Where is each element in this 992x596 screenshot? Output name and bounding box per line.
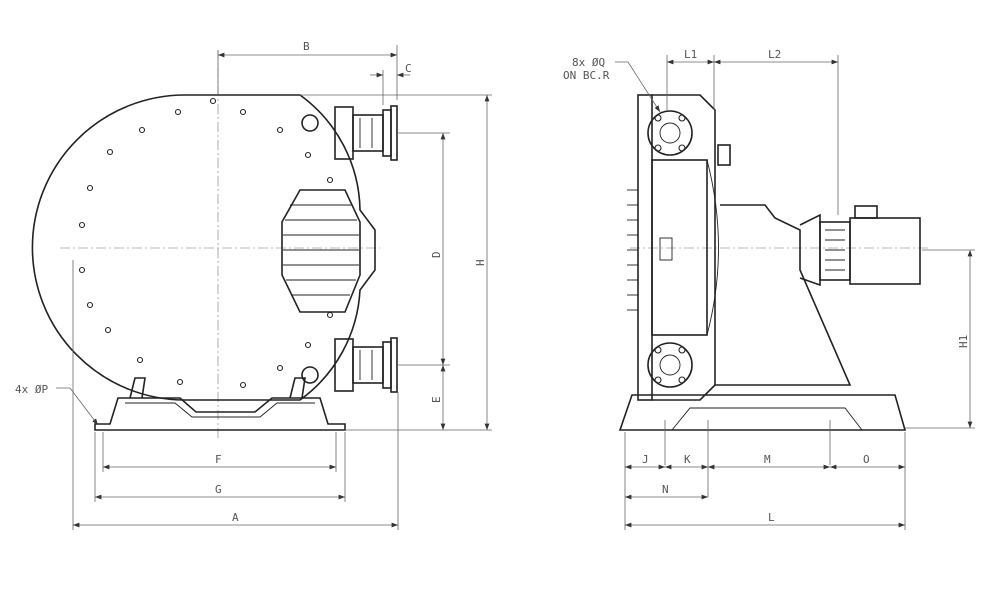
dim-H1-label: H1 xyxy=(957,335,970,348)
dim-G-label: G xyxy=(215,483,222,496)
dim-B-label: B xyxy=(303,40,310,53)
dim-L1-label: L1 xyxy=(684,48,697,61)
dim-O-label: O xyxy=(863,453,870,466)
dim-E-label: E xyxy=(430,396,443,403)
dim-C-label: C xyxy=(405,62,412,75)
dim-L-label: L xyxy=(768,511,775,524)
dim-D-label: D xyxy=(430,251,443,258)
dim-A-label: A xyxy=(232,511,239,524)
bolts-callout-line2: ON BC.R xyxy=(563,69,610,82)
dim-H-label: H xyxy=(474,259,487,266)
dim-K-label: K xyxy=(684,453,691,466)
dim-M-label: M xyxy=(764,453,771,466)
bolts-callout-line1: 8x ØQ xyxy=(572,56,605,69)
dim-J-label: J xyxy=(642,453,649,466)
holes-callout: 4x ØP xyxy=(15,383,48,396)
dim-F-label: F xyxy=(215,453,222,466)
dim-N-label: N xyxy=(662,483,669,496)
dim-L2-label: L2 xyxy=(768,48,781,61)
side-view: L1 L2 8x ØQ ON BC.R H1 J K M O N L xyxy=(563,48,975,530)
front-view: B C D E H F G A 4x ØP xyxy=(15,40,492,530)
